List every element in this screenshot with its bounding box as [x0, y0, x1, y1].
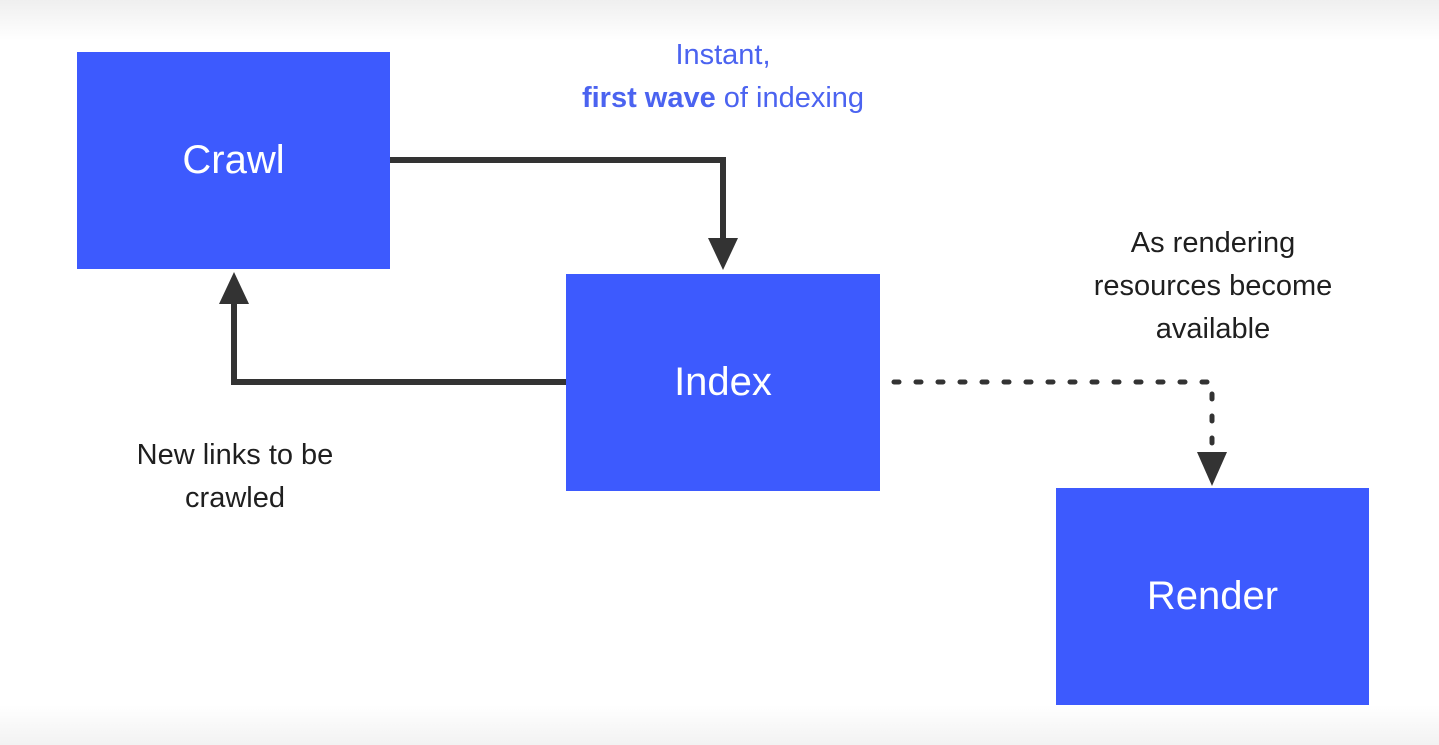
new-links-line1: New links to be [136, 439, 334, 471]
first-wave-rest: of indexing [715, 82, 865, 114]
index-label: Index [674, 360, 772, 404]
first-wave-line1: Instant, [675, 39, 771, 71]
rendering-annotation: As rendering resources become available [1030, 222, 1396, 351]
render-box: Render [1056, 488, 1369, 705]
arrowhead-into-index [708, 238, 738, 270]
index-box: Index [566, 274, 880, 491]
new-links-annotation: New links to be crawled [80, 434, 390, 520]
first-wave-bold: first wave [581, 82, 716, 114]
rendering-line1: As rendering [1130, 227, 1296, 259]
crawl-label: Crawl [182, 138, 285, 182]
arrowhead-into-crawl [219, 272, 249, 304]
arrow-index-to-render [891, 379, 1215, 453]
render-label: Render [1146, 574, 1279, 618]
rendering-line3: available [1155, 313, 1271, 345]
new-links-line2: crawled [185, 482, 285, 514]
first-wave-line2: first wave of indexing [500, 77, 946, 120]
crawl-box: Crawl [77, 52, 390, 269]
arrow-crawl-to-index [390, 157, 726, 240]
arrow-index-to-crawl [231, 302, 566, 385]
arrowhead-into-render [1197, 452, 1227, 486]
rendering-line2: resources become [1093, 270, 1333, 302]
first-wave-annotation: Instant, first wave of indexing [500, 34, 946, 120]
